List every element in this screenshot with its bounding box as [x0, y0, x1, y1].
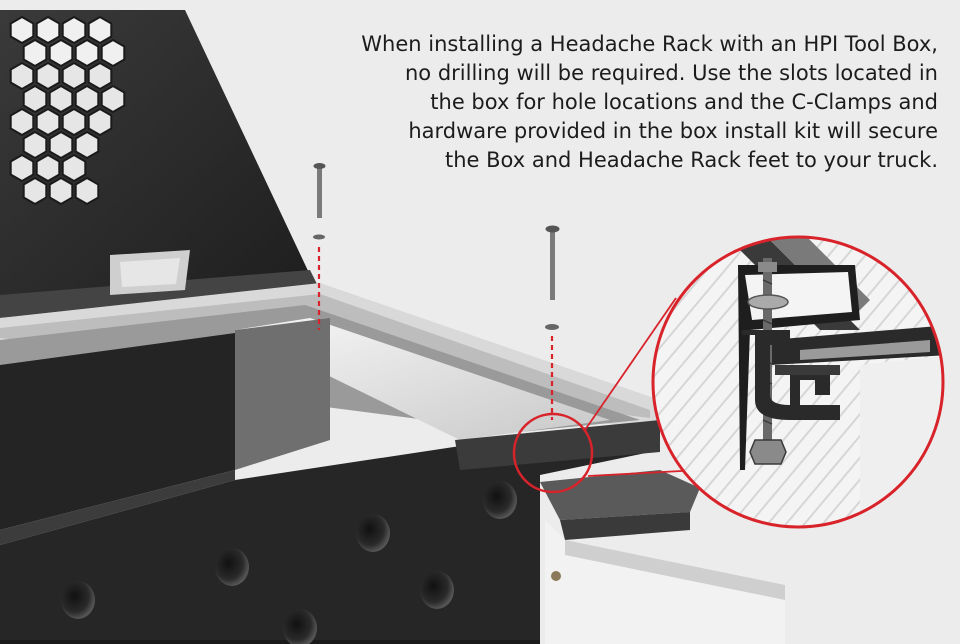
vent-hexagon: [35, 15, 61, 45]
vent-hexagon: [87, 107, 113, 137]
vent-hexagon: [35, 107, 61, 137]
nut-icon: [749, 439, 787, 465]
vent-hexagon: [100, 38, 126, 68]
vent-hexagon: [74, 84, 100, 114]
vent-hexagon: [48, 130, 74, 160]
washer-icon: [747, 294, 789, 310]
vent-hexagon: [74, 130, 100, 160]
lid-vent-pattern: [9, 15, 126, 206]
vent-hexagon: [74, 38, 100, 68]
bolt-icon: [313, 163, 326, 218]
vent-hexagon: [61, 15, 87, 45]
vent-hexagon: [74, 176, 100, 206]
vent-hexagon: [61, 107, 87, 137]
detail-callout: [512, 297, 701, 494]
washer-icon: [313, 234, 325, 240]
bolt-icon: [545, 225, 560, 300]
mounting-holes: [61, 481, 517, 644]
toolbox-front-wall: [0, 420, 660, 644]
bolt-guide-lines: [317, 247, 554, 420]
vent-hexagon: [22, 84, 48, 114]
vent-hexagon: [35, 61, 61, 91]
vent-hexagon: [48, 84, 74, 114]
vent-hexagon: [87, 61, 113, 91]
vent-hexagon: [9, 61, 35, 91]
c-clamp-icon: [742, 330, 840, 420]
vent-hexagon: [48, 176, 74, 206]
vent-hexagon: [100, 84, 126, 114]
vent-hexagon: [22, 176, 48, 206]
washer-icon: [545, 324, 559, 330]
toolbox-interior: [0, 318, 610, 545]
vent-hexagon: [9, 107, 35, 137]
vent-hexagon: [48, 38, 74, 68]
vent-hexagon: [61, 153, 87, 183]
zoom-detail: [651, 235, 945, 529]
vent-hexagon: [35, 153, 61, 183]
vent-hexagon: [87, 15, 113, 45]
installation-instructions: When installing a Headache Rack with an …: [361, 32, 938, 172]
vent-hexagon: [9, 15, 35, 45]
vent-hexagon: [22, 38, 48, 68]
vent-hexagon: [22, 130, 48, 160]
vent-hexagon: [61, 61, 87, 91]
vent-hexagon: [9, 153, 35, 183]
